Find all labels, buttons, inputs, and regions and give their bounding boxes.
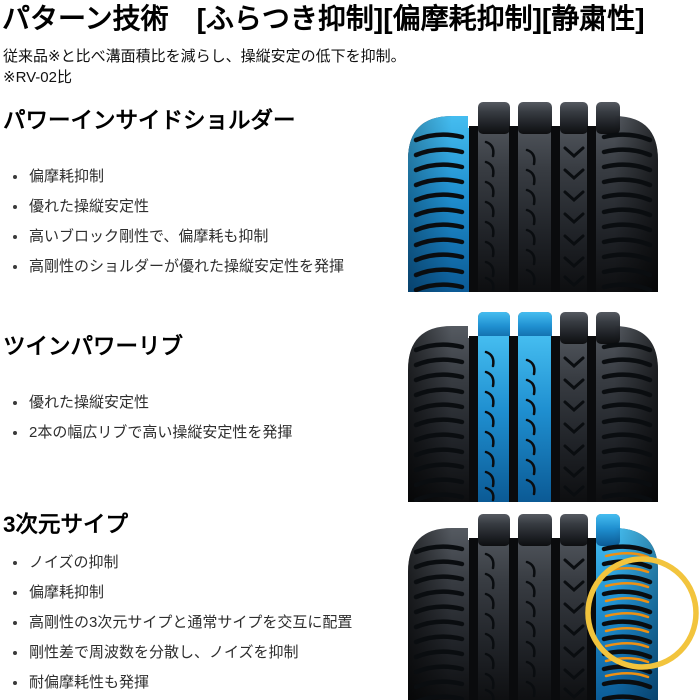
section-3d-sipe: 3次元サイプ ノイズの抑制 偏摩耗抑制 高剛性の3次元サイプと通常サイプを交互に… [3, 510, 403, 698]
bullet-dot-icon [13, 681, 17, 685]
bullet-item: 高剛性の3次元サイプと通常サイプを交互に配置 [3, 608, 403, 638]
bullet-dot-icon [13, 591, 17, 595]
feature-bullet-list: 偏摩耗抑制 優れた操縦安定性 高いブロック剛性で、偏摩耗も抑制 高剛性のショルダ… [3, 162, 403, 282]
bullet-item: 剛性差で周波数を分散し、ノイズを抑制 [3, 638, 403, 668]
bullet-text: 優れた操縦安定性 [29, 198, 150, 215]
bullet-item: ノイズの抑制 [3, 548, 403, 578]
bullet-text: ノイズの抑制 [29, 554, 119, 571]
tire-tread-illustration-3d-sipe [408, 514, 699, 700]
bullet-item: 優れた操縦安定性 [3, 192, 403, 222]
feature-bullet-list: ノイズの抑制 偏摩耗抑制 高剛性の3次元サイプと通常サイプを交互に配置 剛性差で… [3, 548, 403, 698]
tire-tread-image-twin-rib [408, 312, 700, 502]
bullet-dot-icon [13, 265, 17, 269]
section-heading: 3次元サイプ [3, 512, 129, 537]
section-heading: ツインパワーリブ [3, 334, 184, 359]
bullet-item: 高いブロック剛性で、偏摩耗も抑制 [3, 222, 403, 252]
bullet-dot-icon [13, 205, 17, 209]
bullet-text: 高いブロック剛性で、偏摩耗も抑制 [29, 228, 269, 245]
section-twin-power-rib: ツインパワーリブ 優れた操縦安定性 2本の幅広リブで高い操縦安定性を発揮 [3, 332, 403, 448]
bullet-dot-icon [13, 561, 17, 565]
bullet-item: 耐偏摩耗性も発揮 [3, 668, 403, 698]
bullet-item: 偏摩耗抑制 [3, 578, 403, 608]
bullet-item: 偏摩耗抑制 [3, 162, 403, 192]
bullet-item: 高剛性のショルダーが優れた操縦安定性を発揮 [3, 252, 403, 282]
tire-tread-image-3d-sipe [408, 514, 700, 700]
bullet-text: 偏摩耗抑制 [29, 584, 105, 601]
bullet-dot-icon [13, 431, 17, 435]
page-subtitle: 従来品※と比べ溝面積比を減らし、操縦安定の低下を抑制。 [3, 48, 406, 65]
bullet-text: 優れた操縦安定性 [29, 394, 150, 411]
bullet-text: 高剛性の3次元サイプと通常サイプを交互に配置 [29, 614, 353, 631]
bullet-dot-icon [13, 651, 17, 655]
feature-bullet-list: 優れた操縦安定性 2本の幅広リブで高い操縦安定性を発揮 [3, 388, 403, 448]
tire-tread-image-inside-shoulder [408, 102, 700, 292]
tire-tread-illustration-twin-rib [408, 312, 658, 502]
orange-3d-sipes [604, 552, 650, 679]
comparison-note: ※RV-02比 [3, 69, 72, 86]
tire-tread-illustration-inside-shoulder [408, 102, 658, 292]
yellow-circle-annotation [585, 556, 699, 670]
bullet-item: 優れた操縦安定性 [3, 388, 403, 418]
bullet-item: 2本の幅広リブで高い操縦安定性を発揮 [3, 418, 403, 448]
bullet-text: 高剛性のショルダーが優れた操縦安定性を発揮 [29, 258, 345, 275]
section-power-inside-shoulder: パワーインサイドショルダー 偏摩耗抑制 優れた操縦安定性 高いブロック剛性で、偏… [3, 106, 403, 282]
bullet-dot-icon [13, 175, 17, 179]
bullet-text: 2本の幅広リブで高い操縦安定性を発揮 [29, 424, 293, 441]
bullet-text: 剛性差で周波数を分散し、ノイズを抑制 [29, 644, 299, 661]
bullet-text: 耐偏摩耗性も発揮 [29, 674, 150, 691]
page-title: パターン技術 [ふらつき抑制][偏摩耗抑制][静粛性] [2, 3, 645, 34]
bullet-text: 偏摩耗抑制 [29, 168, 105, 185]
bullet-dot-icon [13, 235, 17, 239]
bullet-dot-icon [13, 401, 17, 405]
section-heading: パワーインサイドショルダー [3, 108, 296, 133]
bullet-dot-icon [13, 621, 17, 625]
